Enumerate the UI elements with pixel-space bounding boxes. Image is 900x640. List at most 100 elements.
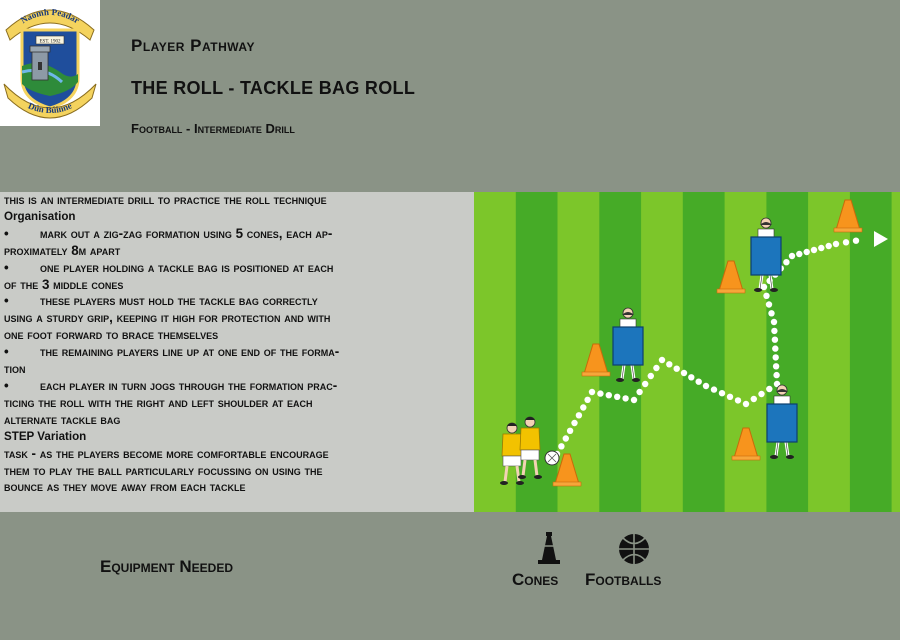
club-crest-logo: Naomh Peadar EST. 1902 Dún Búinne	[0, 0, 100, 126]
bullet-item: •One player holding a tackle bag is posi…	[4, 259, 334, 275]
path-dot	[810, 246, 818, 254]
path-dot	[763, 292, 770, 299]
bullet-continuation: tion	[4, 361, 26, 377]
path-dot	[773, 371, 780, 379]
path-dot	[818, 244, 825, 252]
path-dot	[580, 404, 587, 411]
path-dot	[852, 237, 860, 244]
bullet-continuation: ticing the roll with the right and left …	[4, 394, 313, 410]
bullet-symbol: •	[4, 377, 9, 393]
path-dot	[666, 361, 673, 368]
path-dot	[673, 365, 680, 372]
pitch-stripes	[474, 192, 900, 512]
path-dot	[718, 390, 726, 397]
path-dot	[695, 378, 702, 385]
path-dot	[710, 386, 718, 393]
drill-diagram	[474, 192, 900, 512]
task-line: bounce as they move away from each tackl…	[4, 479, 246, 495]
bullet-item: •Each player in turn jogs through the fo…	[4, 377, 338, 393]
path-dot	[630, 396, 638, 404]
path-dot	[771, 336, 779, 343]
path-dot	[566, 427, 574, 434]
bullet-continuation: proximately 8m apart	[4, 242, 121, 258]
path-dot	[772, 363, 780, 370]
bullet-symbol: •	[4, 259, 9, 275]
equipment-cones-label: Cones	[512, 570, 559, 589]
path-dot	[680, 369, 688, 377]
path-dot	[771, 327, 778, 335]
pathway-heading: Player Pathway	[131, 36, 255, 55]
path-dot	[642, 380, 649, 388]
path-dot	[636, 388, 643, 396]
path-dot	[832, 240, 840, 248]
pitch-stripe	[641, 192, 684, 512]
path-dot	[742, 400, 750, 408]
path-dot	[772, 345, 779, 352]
drill-title: THE ROLL - TACKLE BAG ROLL	[131, 78, 416, 98]
path-dot	[734, 397, 742, 404]
arrow-icon	[874, 231, 888, 247]
path-dot	[796, 250, 803, 258]
bullet-item: •These players must hold the tackle bag …	[4, 293, 318, 309]
variation-label: STEP Variation	[4, 429, 87, 443]
pitch-stripe	[891, 192, 900, 512]
path-dot	[575, 412, 583, 419]
path-dot	[558, 443, 565, 450]
equipment-footballs-label: Footballs	[585, 570, 662, 589]
path-dot	[562, 435, 569, 442]
football-icon	[619, 534, 649, 564]
path-dot	[773, 380, 781, 388]
path-dot	[788, 252, 796, 260]
path-dot	[647, 372, 654, 380]
path-dot	[584, 396, 591, 403]
path-dots	[553, 237, 860, 458]
drill-description: This is an intermediate drill to practic…	[0, 192, 474, 512]
path-dot	[842, 239, 850, 246]
crest-bottom-text: Dún Búinne	[27, 100, 73, 115]
path-dot	[653, 364, 660, 372]
drill-subtitle: Football - Intermediate Drill	[131, 121, 295, 136]
svg-text:Dún Búinne: Dún Búinne	[27, 100, 73, 115]
task-line: them to play the ball particularly focus…	[4, 462, 323, 478]
path-dot	[766, 385, 773, 393]
path-dot	[760, 283, 768, 291]
path-dot	[597, 390, 604, 397]
path-dot	[758, 390, 765, 398]
cone-icon	[538, 532, 560, 564]
bullet-continuation: using a sturdy grip, keeping it high for…	[4, 310, 331, 326]
path-dot	[614, 393, 621, 400]
path-dot	[770, 318, 778, 326]
pitch-stripe	[849, 192, 893, 512]
path-dot	[803, 248, 810, 256]
football-icon	[544, 450, 560, 466]
bullet-continuation: alternate tackle bag	[4, 411, 121, 427]
path-dot	[726, 393, 734, 400]
path-dot	[825, 242, 832, 250]
path-dot	[622, 395, 629, 402]
organisation-label: Organisation	[4, 209, 76, 223]
path-dot	[688, 374, 695, 381]
bullet-symbol: •	[4, 225, 9, 241]
bullet-symbol: •	[4, 344, 9, 360]
path-dot	[658, 356, 666, 364]
path-dot	[765, 301, 773, 308]
crest-est-text: EST. 1902	[39, 40, 61, 45]
path-dot	[605, 392, 612, 399]
intro-text: This is an intermediate drill to practic…	[4, 192, 327, 207]
club-crest-icon: Naomh Peadar EST. 1902 Dún Búinne	[3, 7, 97, 119]
path-dot	[702, 382, 710, 390]
path-dot	[750, 395, 757, 403]
bullet-continuation: one foot forward to brace themselves	[4, 327, 219, 343]
equipment-heading: Equipment Needed	[100, 557, 234, 576]
path-dot	[571, 419, 578, 427]
bullet-item: •The remaining players line up at one en…	[4, 344, 340, 360]
path-dot	[772, 354, 779, 361]
bullet-symbol: •	[4, 293, 9, 309]
pitch-stripe	[682, 192, 726, 512]
task-line: Task - As the players become more comfor…	[4, 445, 329, 461]
bullet-item: •Mark out a zig-zag formation using 5 co…	[4, 225, 333, 241]
pitch-svg	[474, 192, 900, 512]
bullet-continuation: of the 3 middle cones	[4, 276, 124, 292]
path-dot	[768, 310, 775, 317]
path-dot	[588, 388, 596, 396]
